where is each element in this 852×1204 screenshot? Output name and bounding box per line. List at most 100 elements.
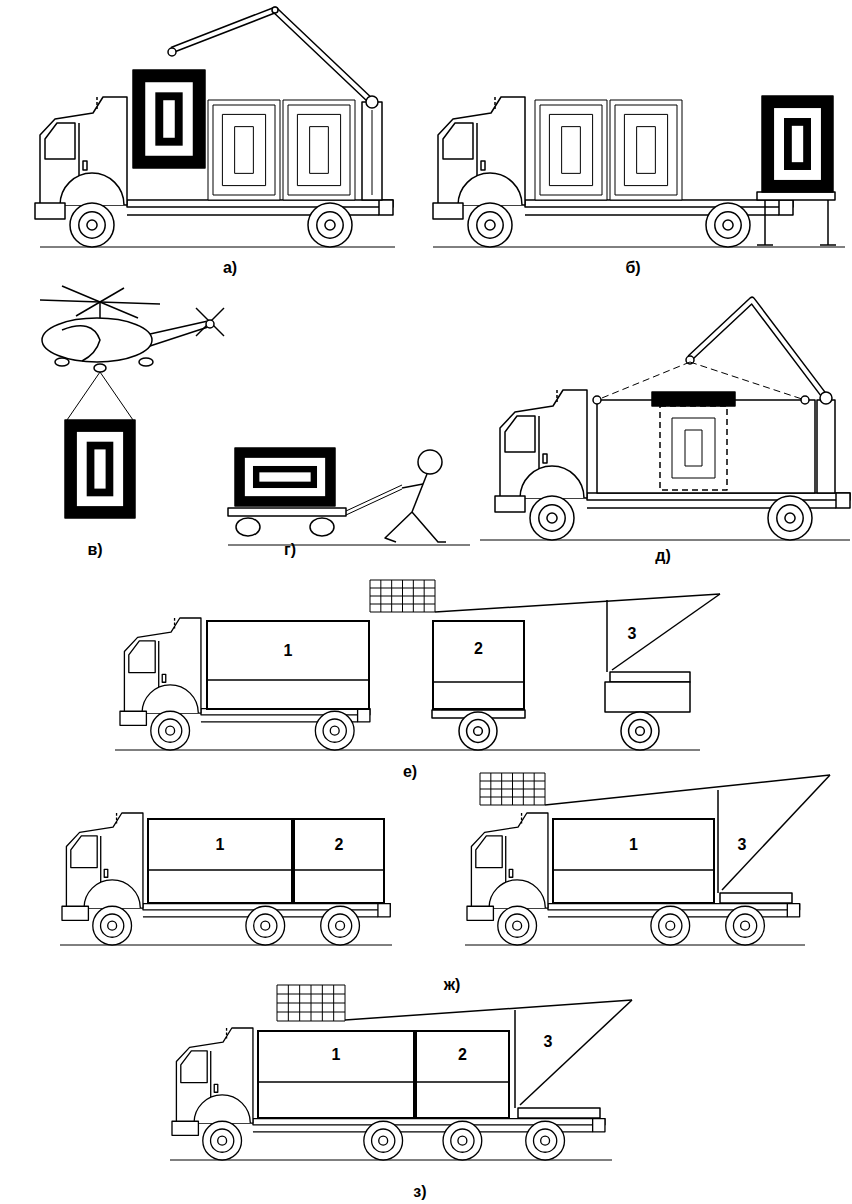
truck [172, 1028, 605, 1160]
cable [435, 594, 720, 612]
ground-line [115, 750, 700, 751]
roof-hatch [652, 392, 735, 406]
module-outline [297, 114, 340, 185]
module-shell [133, 70, 205, 168]
cab-window [505, 416, 535, 452]
wheel [321, 906, 360, 945]
lifting-point [593, 396, 601, 404]
truck-cab [176, 1028, 253, 1123]
section-number: 3 [738, 836, 747, 854]
truck-cab [438, 97, 525, 205]
container-body: 2 [415, 1030, 510, 1119]
section-number: 3 [544, 1033, 553, 1051]
wheel-arch [84, 880, 140, 908]
wheel [468, 203, 512, 247]
trailer-frame [605, 682, 690, 712]
tail-boom [150, 327, 208, 346]
module [535, 100, 607, 200]
panel-label: в) [87, 541, 102, 559]
crane-joint [272, 7, 278, 13]
panel-grid [370, 588, 435, 589]
wheel-hub [330, 726, 339, 735]
panel-grid [277, 1003, 345, 1004]
section-number: 1 [332, 1046, 341, 1064]
panel-label: а) [223, 259, 237, 277]
truck-bed [525, 200, 793, 207]
panel-label: г) [284, 541, 296, 559]
helicopter-body [42, 318, 152, 362]
module-shell [65, 420, 135, 518]
wheel-hub [666, 921, 675, 930]
truck [495, 390, 850, 540]
person-head [418, 450, 442, 474]
front-bumper [62, 906, 88, 920]
panel-frame [480, 773, 545, 805]
panel-label: б) [625, 259, 640, 277]
wheel-rim [317, 212, 343, 238]
module-outline [235, 127, 254, 174]
crane-post [606, 600, 608, 672]
section-number: 2 [335, 836, 344, 854]
front-bumper [433, 203, 463, 219]
container-body: 1 [552, 818, 715, 904]
wheel [498, 906, 537, 945]
crane-boom [612, 594, 720, 670]
module-outline [222, 114, 265, 185]
module-outline [610, 100, 682, 200]
module-outline [213, 105, 275, 195]
ground-line [228, 545, 470, 546]
module [133, 70, 205, 168]
door-handle [104, 869, 108, 877]
wheel [726, 906, 765, 945]
wheel-rim [372, 1129, 395, 1152]
module [208, 100, 280, 200]
wheel-arch [520, 466, 584, 498]
wheel-hub [485, 220, 495, 230]
door-handle [214, 1084, 218, 1092]
module [65, 420, 135, 518]
cart-wheel [236, 518, 260, 536]
wheel-hub [723, 220, 733, 230]
front-bumper [495, 496, 525, 512]
module-outline [660, 406, 727, 490]
truck-cab [66, 813, 143, 908]
crane-column [362, 102, 382, 200]
wheel [308, 203, 352, 247]
section-number: 3 [628, 625, 637, 643]
solar-panel [480, 773, 545, 805]
crane-base [518, 1108, 600, 1118]
wheel-rim [534, 1129, 557, 1152]
container-body: 2 [293, 818, 385, 904]
section-number: 1 [216, 836, 225, 854]
wheel [651, 906, 690, 945]
wheel-rim [159, 719, 182, 742]
section-number: 2 [474, 640, 483, 658]
lifting-point [801, 396, 809, 404]
wheel-rim [467, 720, 490, 743]
front-bumper [35, 203, 65, 219]
truck-cab [471, 813, 548, 908]
module-ring [245, 458, 325, 496]
crane-boom [722, 775, 830, 890]
stand-foot [757, 244, 773, 246]
wheel-hub [513, 921, 522, 930]
rear-bumper [836, 493, 850, 508]
module-outline [208, 100, 280, 200]
panel-grid [370, 604, 435, 605]
skid [55, 358, 69, 366]
truck [120, 618, 370, 750]
crane-boom [520, 1000, 632, 1105]
wheel-rim [451, 1129, 474, 1152]
cab-window [181, 1051, 207, 1083]
front-bumper [172, 1121, 198, 1135]
drawing [35, 7, 850, 1160]
panel-frame [370, 580, 435, 612]
wheel-hub [785, 513, 795, 523]
truck-cab [40, 97, 127, 205]
cart-handle [346, 485, 402, 511]
module-ring [155, 92, 182, 145]
cart-wheel [310, 518, 334, 536]
door-handle [543, 454, 547, 463]
rear-bumper [779, 200, 793, 215]
module-outline [310, 127, 329, 174]
